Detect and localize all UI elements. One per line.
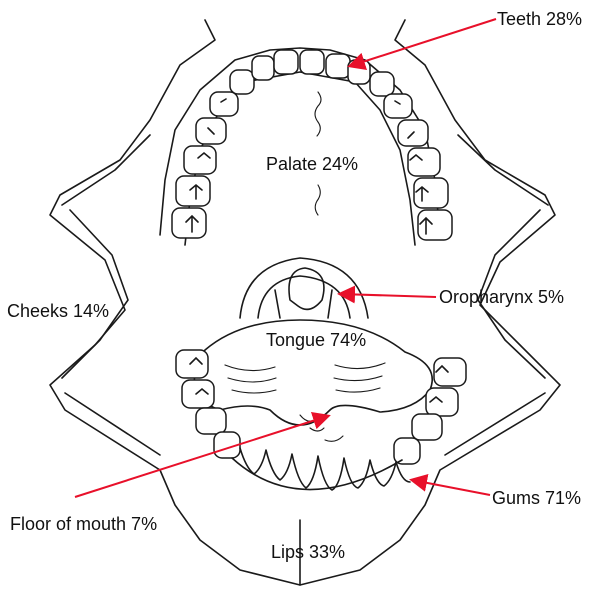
- label-palate: Palate 24%: [266, 155, 358, 173]
- oropharynx: [240, 258, 368, 318]
- label-floor-of-mouth: Floor of mouth 7%: [10, 515, 157, 533]
- label-oropharynx: Oropharynx 5%: [439, 288, 564, 306]
- gums-arrow: [412, 480, 490, 495]
- label-gums: Gums 71%: [492, 489, 581, 507]
- lower-arch: [176, 350, 466, 490]
- teeth-arrow: [350, 19, 496, 66]
- label-lips: Lips 33%: [271, 543, 345, 561]
- oropharynx-arrow: [340, 294, 436, 297]
- label-tongue: Tongue 74%: [266, 331, 366, 349]
- upper-arch: [160, 48, 452, 245]
- label-teeth: Teeth 28%: [497, 10, 582, 28]
- label-cheeks: Cheeks 14%: [7, 302, 109, 320]
